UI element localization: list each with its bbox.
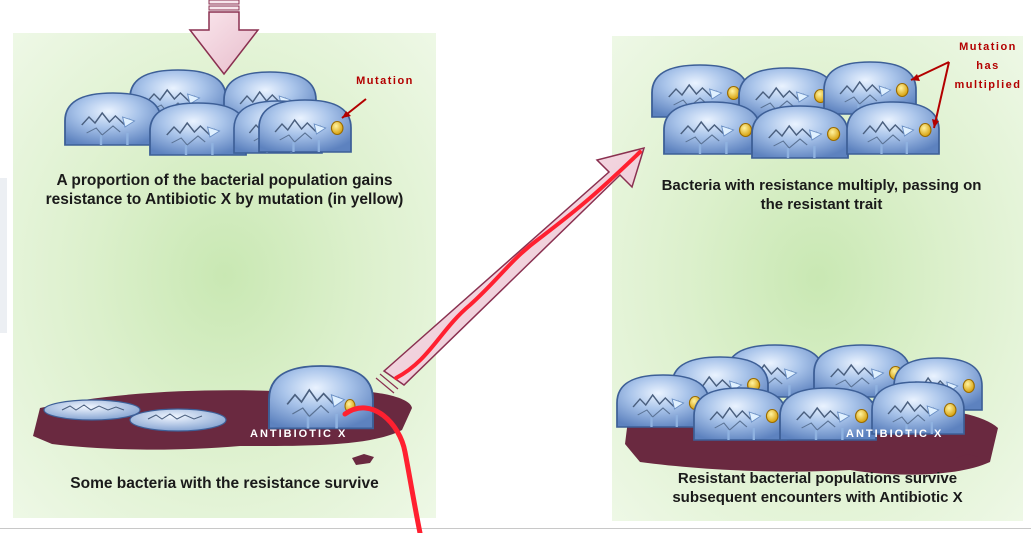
mutation-label-left: Mutation [356, 75, 414, 87]
diagonal-arrow [375, 146, 646, 394]
caption-top-right-line1: Bacteria with resistance multiply, passi… [661, 177, 982, 194]
bacteria-cluster-top-right [652, 62, 939, 158]
caption-top-left-line2: resistance to Antibiotic X by mutation (… [45, 191, 404, 208]
mutation-label-right-line1: Mutation [959, 41, 1017, 53]
surviving-bacterium [267, 364, 375, 430]
caption-bottom-left: Some bacteria with the resistance surviv… [70, 475, 379, 492]
mutation-label-right-line3: multiplied [954, 79, 1022, 91]
caption-bottom-right-line1: Resistant bacterial populations survive [677, 470, 958, 487]
caption-top-left: A proportion of the bacterial population… [13, 171, 436, 209]
antibiotic-drop-left [352, 454, 374, 465]
mutation-pointer-right-2 [933, 61, 950, 129]
caption-bottom-right: Resistant bacterial populations survive … [612, 469, 1023, 507]
bacteria-cluster-bottom-right [617, 343, 982, 440]
caption-top-right: Bacteria with resistance multiply, passi… [616, 176, 1027, 214]
mutation-label-right: Mutation has multiplied [946, 38, 1030, 95]
dead-bacteria [43, 399, 227, 432]
caption-top-right-line2: the resistant trait [760, 196, 883, 213]
mutation-label-right-line2: has [976, 60, 1000, 72]
bacteria-cluster-top-left [63, 68, 351, 157]
caption-top-left-line1: A proportion of the bacterial population… [56, 172, 393, 189]
caption-bottom-right-line2: subsequent encounters with Antibiotic X [672, 489, 963, 506]
resistance-thread [342, 405, 423, 533]
bottom-divider [0, 528, 1031, 529]
antibiotic-label-right: ANTIBIOTIC X [846, 428, 944, 440]
antibiotic-label-left: ANTIBIOTIC X [250, 428, 348, 440]
down-arrow [188, 0, 260, 76]
antibiotic-drop-right [956, 454, 978, 465]
side-strip [0, 178, 7, 333]
